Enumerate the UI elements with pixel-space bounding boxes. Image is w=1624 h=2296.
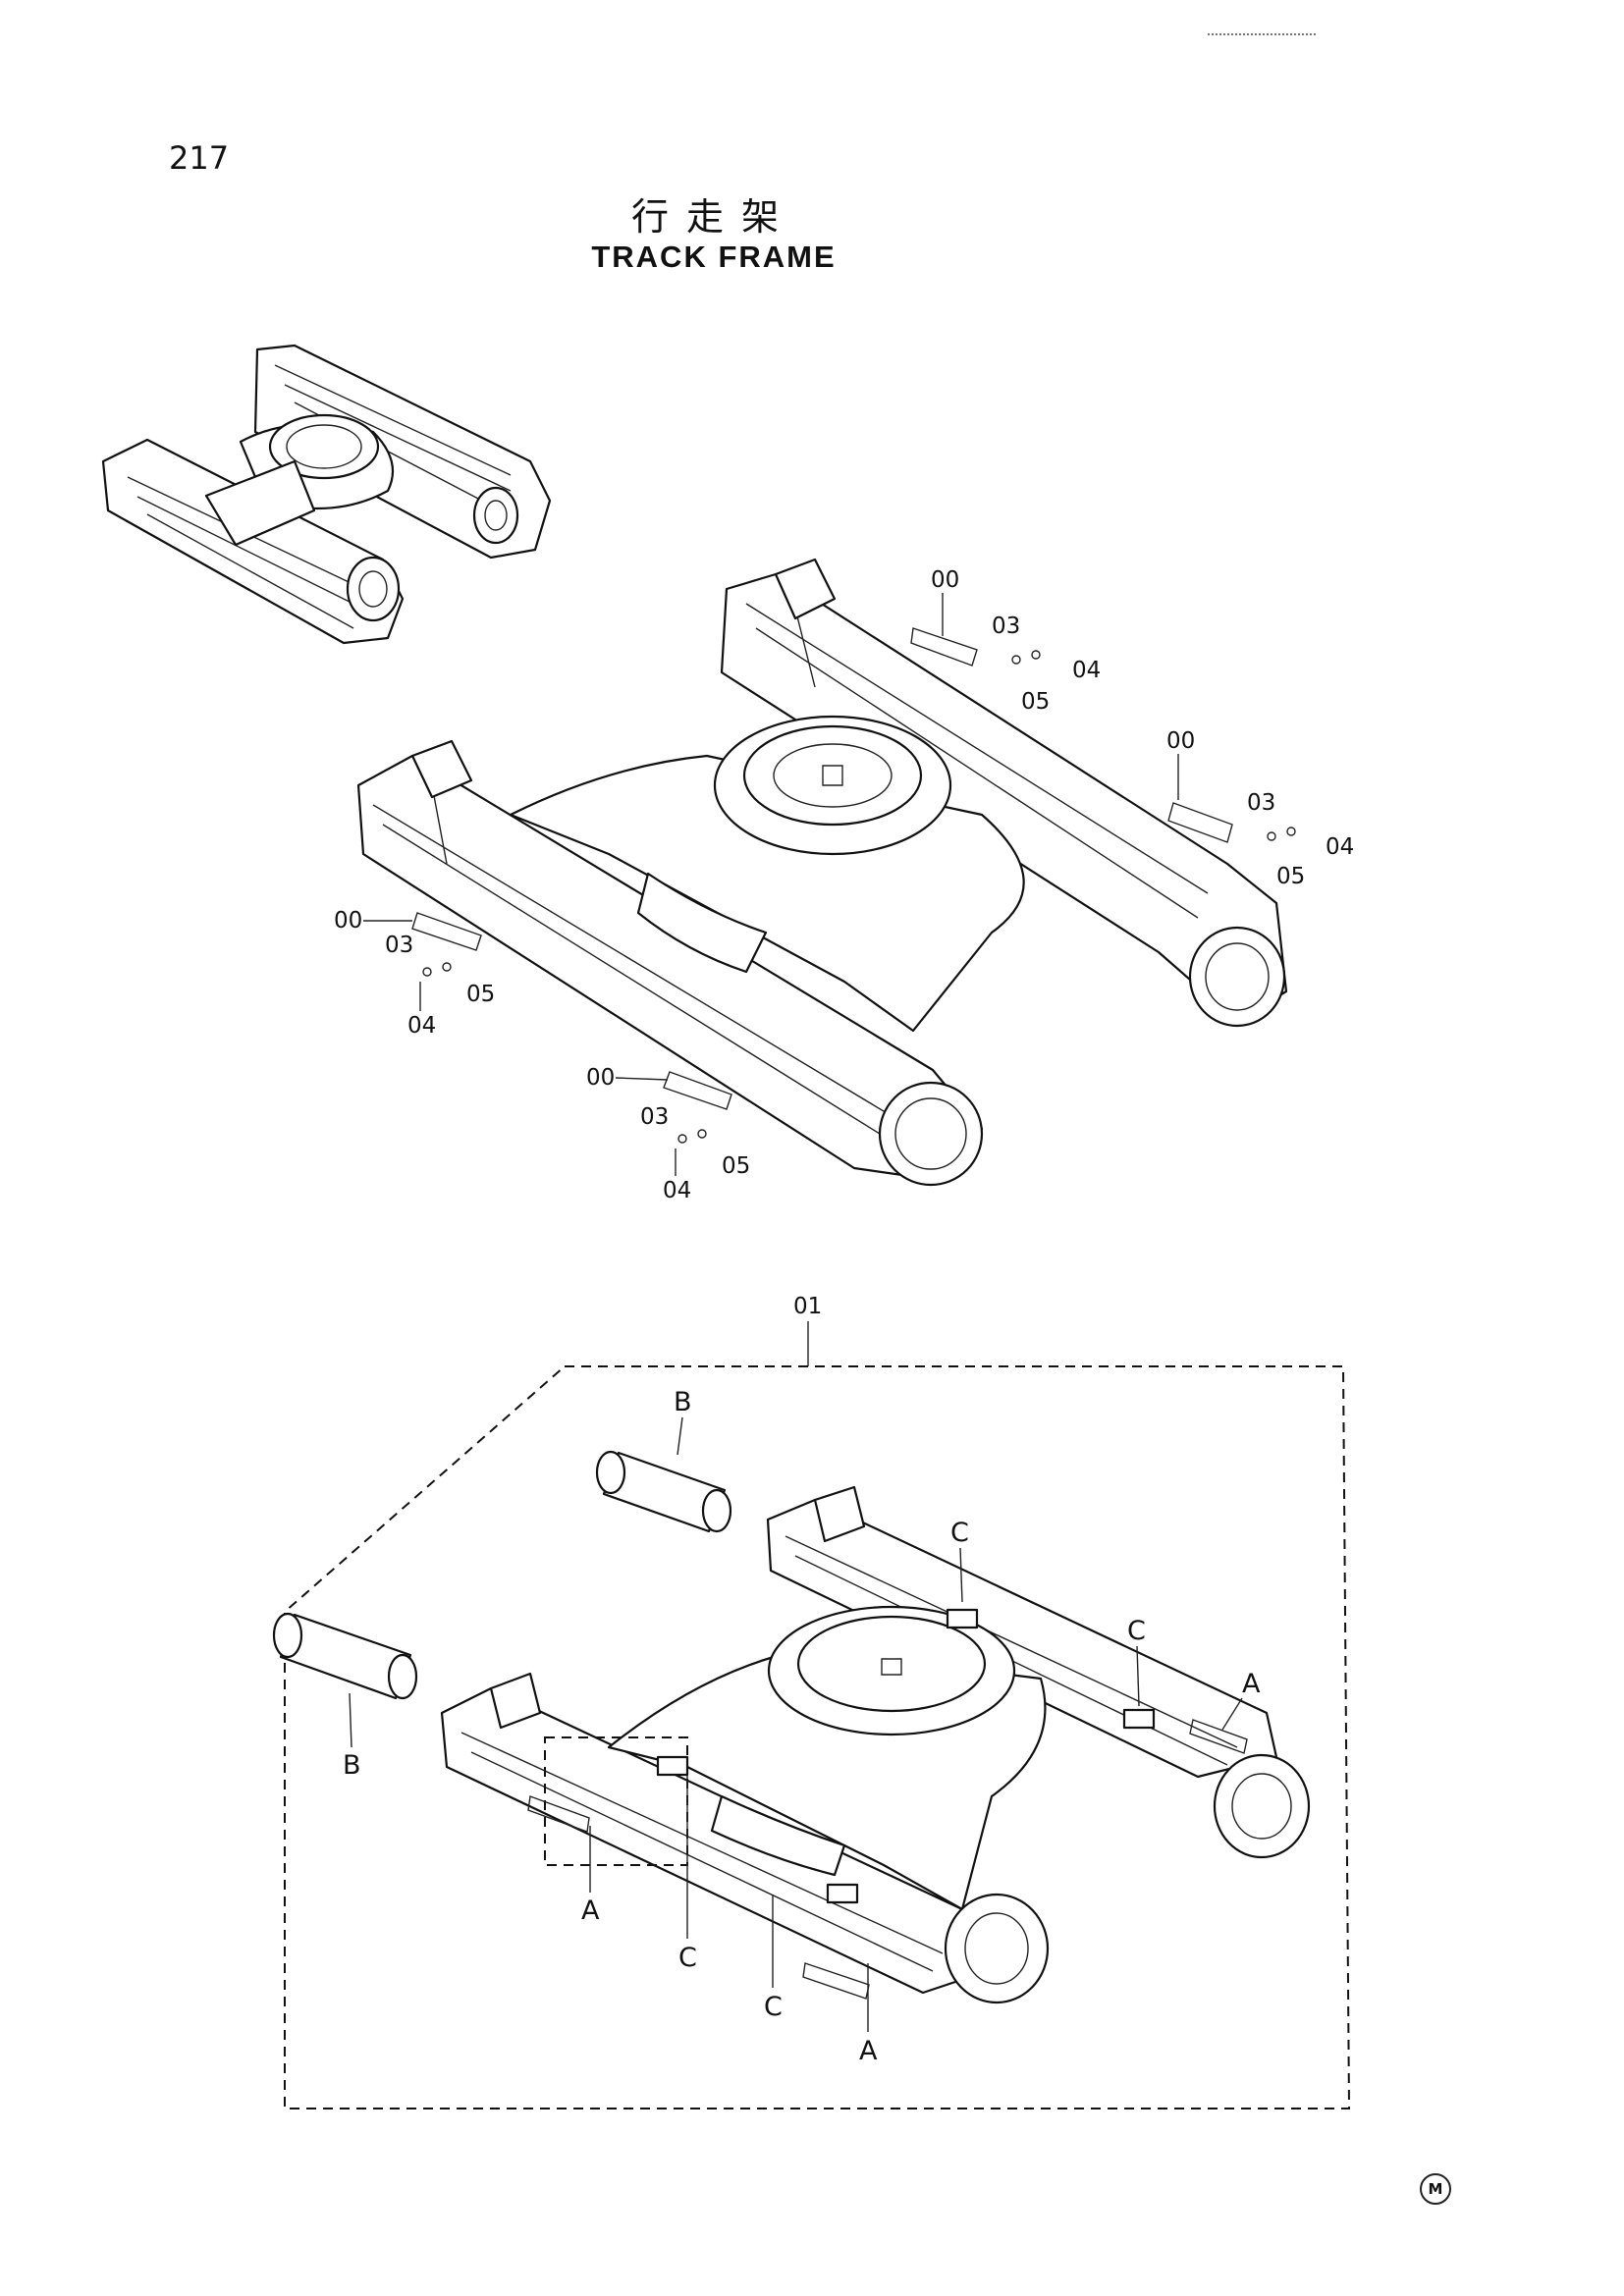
callout-04: 04: [407, 1013, 436, 1039]
label-c-mid: C: [678, 1943, 697, 1973]
bushing-top: [595, 1450, 732, 1533]
callout-03: 03: [640, 1104, 669, 1130]
label-a-left: A: [581, 1896, 600, 1926]
callout-05: 05: [1021, 689, 1050, 715]
label-c-low: C: [764, 1992, 783, 2022]
bushing-left: [272, 1612, 418, 1700]
label-c-top: C: [950, 1518, 969, 1548]
corner-mark: M: [1420, 2173, 1451, 2205]
callout-05: 05: [466, 982, 495, 1007]
title-chinese: 行走架: [630, 195, 796, 239]
label-a-right: A: [1242, 1669, 1261, 1699]
label-c-right: C: [1127, 1616, 1146, 1646]
callout-03: 03: [992, 614, 1020, 639]
label-b-left: B: [343, 1750, 361, 1781]
callout-03: 03: [1247, 790, 1275, 816]
callout-04: 04: [1072, 658, 1101, 683]
title-english: TRACK FRAME: [591, 240, 837, 274]
label-b-top: B: [674, 1387, 692, 1417]
callout-04: 04: [663, 1178, 691, 1203]
callout-00: 00: [931, 567, 959, 593]
callout-05: 05: [1276, 864, 1305, 889]
assembly-01: 01: [272, 1294, 1351, 2109]
overview-track-frame: [101, 344, 552, 645]
callout-00: 00: [586, 1065, 615, 1091]
part-number-01: 01: [793, 1294, 822, 1319]
callout-05: 05: [722, 1153, 750, 1179]
page-number: 217: [169, 139, 230, 177]
callout-00: 00: [1166, 728, 1195, 754]
callout-00: 00: [334, 908, 362, 934]
callout-group-upper-right-mid: 00 03 04 05: [1166, 728, 1354, 889]
callout-group-upper-bottom: 00 03 05 04: [586, 1065, 750, 1203]
upper-track-frame: [356, 558, 1288, 1187]
label-a-low: A: [859, 2036, 878, 2066]
assembly-boundary: [284, 1365, 1351, 2109]
scan-mark: [1208, 33, 1316, 37]
callout-03: 03: [385, 933, 413, 958]
callout-group-upper-right-top: 00 03 04 05: [931, 567, 1101, 715]
callout-group-upper-left: 00 03 05 04: [334, 908, 495, 1039]
callout-04: 04: [1326, 834, 1354, 860]
